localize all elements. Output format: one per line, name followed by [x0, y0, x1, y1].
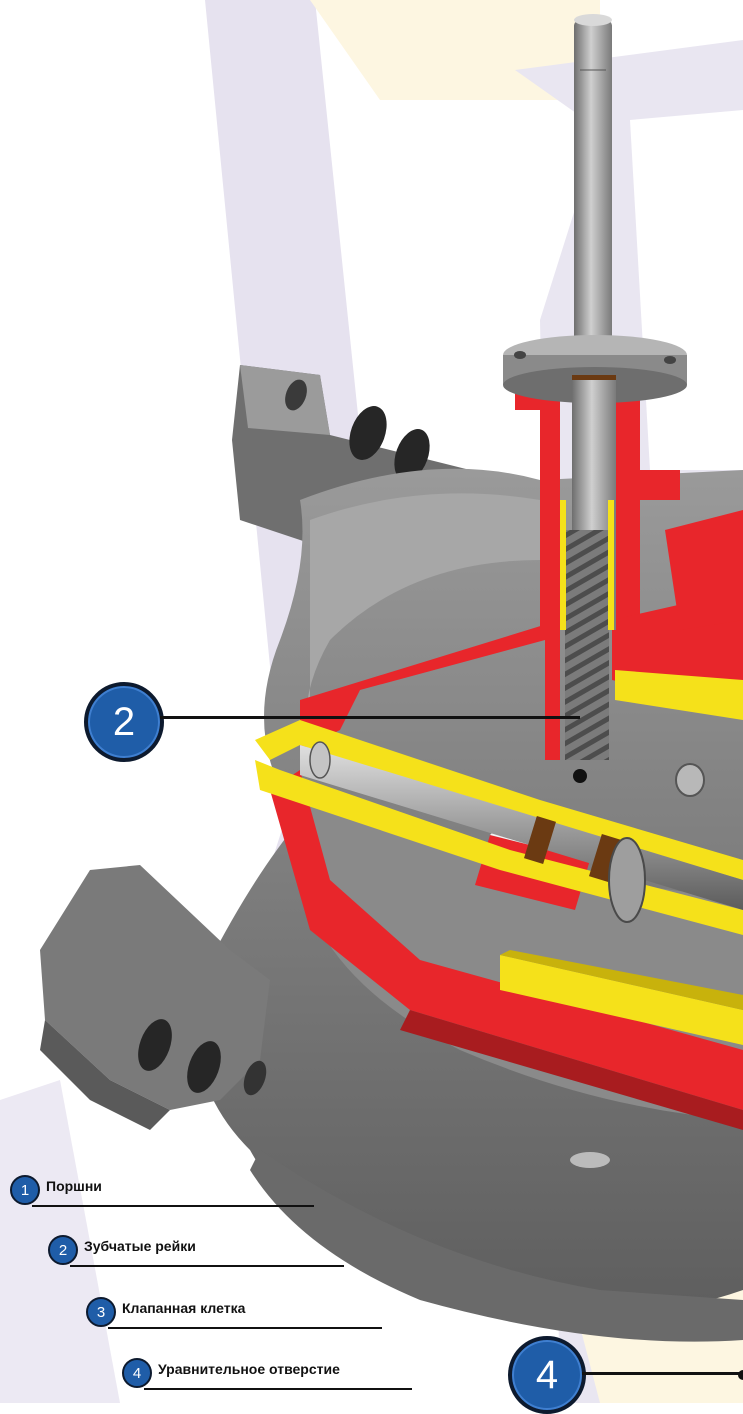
legend-underline	[144, 1388, 412, 1390]
callout-4-badge: 4	[508, 1336, 586, 1414]
legend-badge-4: 4	[122, 1358, 152, 1388]
legend-underline	[70, 1265, 344, 1267]
bottom-rim	[250, 1150, 743, 1342]
legend-underline	[108, 1327, 382, 1329]
stem-assembly	[503, 14, 743, 1380]
legend-label-racks: Зубчатые рейки	[84, 1238, 196, 1254]
legend-badge-3: 3	[86, 1297, 116, 1327]
callout-4-number: 4	[535, 1352, 559, 1397]
callout-4-leader-line	[582, 1372, 743, 1375]
callout-2-leader-line	[160, 716, 580, 719]
callout-2-badge: 2	[84, 682, 164, 762]
legend-label-equalizing-hole: Уравнительное отверстие	[158, 1361, 340, 1377]
callout-2-number: 2	[112, 699, 136, 744]
legend-badge-2: 2	[48, 1235, 78, 1265]
piston-rod	[300, 741, 743, 923]
lower-flange	[40, 865, 270, 1130]
legend-underline	[32, 1205, 314, 1207]
callout-2-anchor-dot	[573, 769, 587, 783]
legend-label-pistons: Поршни	[46, 1178, 102, 1194]
drain-plug	[570, 1152, 610, 1168]
legend-label-cage: Клапанная клетка	[122, 1300, 246, 1316]
legend-badge-1: 1	[10, 1175, 40, 1205]
